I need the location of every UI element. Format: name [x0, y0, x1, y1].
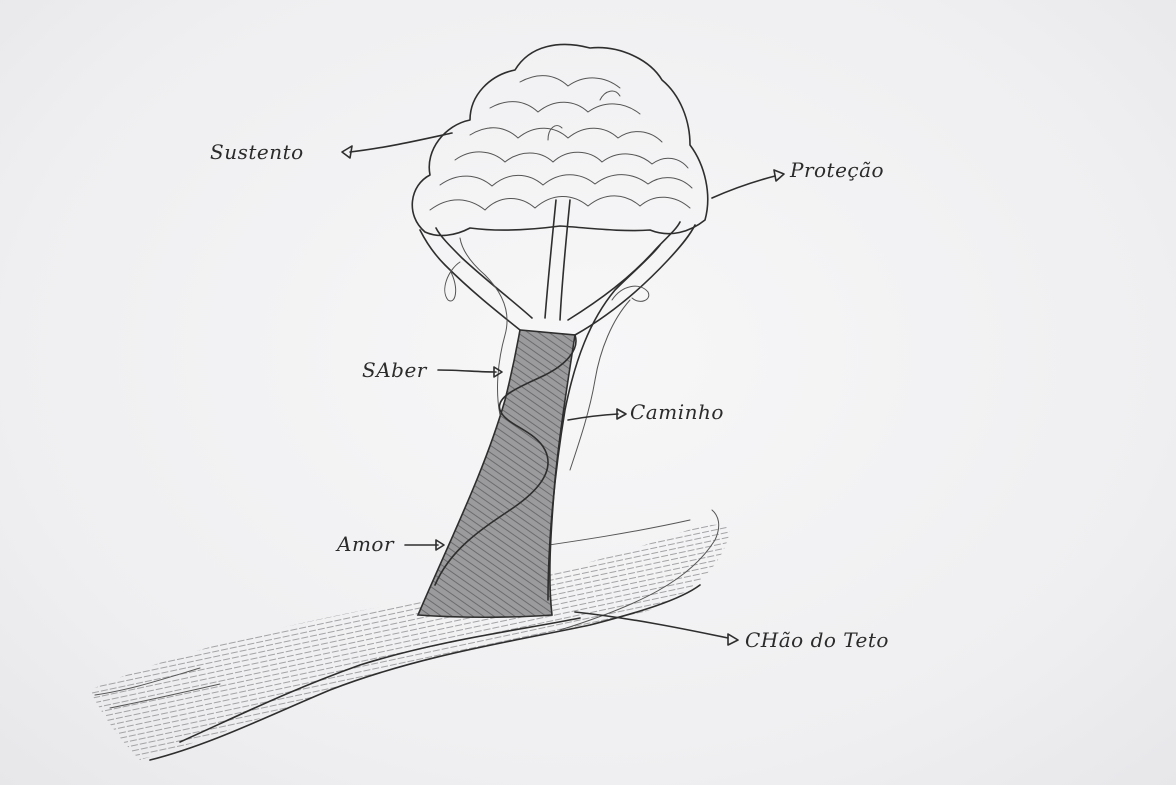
arrow-saber: [438, 370, 496, 372]
branch-center: [545, 200, 556, 318]
label-sustento: Sustento: [210, 140, 304, 164]
label-saber: SAber: [362, 358, 427, 382]
vine-saber: [460, 238, 507, 415]
label-caminho: Caminho: [630, 400, 724, 424]
arrow-caminho: [568, 414, 618, 420]
arrow-protecao: [712, 176, 775, 198]
ground-shading: [90, 525, 730, 760]
branch-left: [420, 230, 520, 330]
label-amor: Amor: [337, 532, 394, 556]
label-chao-do-teto: CHão do Teto: [745, 628, 889, 652]
label-protecao: Proteção: [790, 158, 884, 182]
canopy: [412, 44, 707, 235]
branch-right: [575, 225, 695, 335]
